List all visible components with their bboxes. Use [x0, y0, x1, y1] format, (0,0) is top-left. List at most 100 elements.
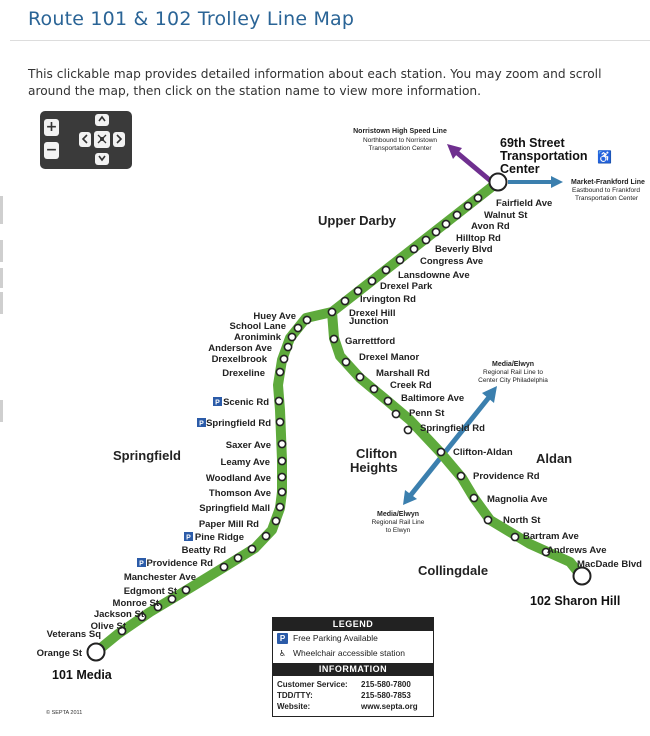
station-clifton-aldan[interactable]	[436, 447, 446, 457]
label-magnolia-ave[interactable]: Magnolia Ave	[487, 494, 548, 505]
station-pine-ridge[interactable]	[261, 531, 271, 541]
label-springfield-rd-102[interactable]: Springfield Rd	[420, 423, 485, 434]
label-thomson-ave[interactable]: Thomson Ave	[209, 488, 271, 499]
label-olive-st[interactable]: Olive St	[91, 621, 127, 632]
label-drexel-hill-1[interactable]: Drexel Hill	[349, 308, 395, 319]
label-lansdowne-ave[interactable]: Lansdowne Ave	[398, 270, 470, 281]
station-school-lane[interactable]	[293, 323, 303, 333]
station-drexel-hill-junction[interactable]	[327, 307, 337, 317]
station-paper-mill-rd[interactable]	[271, 516, 281, 526]
zoom-in-button[interactable]: +	[44, 119, 59, 136]
label-macdade-blvd[interactable]: MacDade Blvd	[577, 559, 642, 570]
label-huey-ave[interactable]: Huey Ave	[253, 311, 296, 322]
label-walnut-st[interactable]: Walnut St	[484, 210, 528, 221]
label-baltimore-ave[interactable]: Baltimore Ave	[401, 393, 464, 404]
terminal-69th-street[interactable]	[488, 172, 508, 192]
label-andrews-ave[interactable]: Andrews Ave	[547, 545, 606, 556]
station-manchester-ave[interactable]	[219, 562, 229, 572]
station-drexel-manor[interactable]	[341, 357, 351, 367]
station-fairfield-ave[interactable]	[473, 193, 483, 203]
label-clifton-aldan[interactable]: Clifton-Aldan	[453, 447, 513, 458]
station-garrettford[interactable]	[329, 334, 339, 344]
station-springfield-rd-101[interactable]	[275, 417, 285, 427]
station-upper-1[interactable]	[367, 276, 377, 286]
station-edgmont-st[interactable]	[181, 585, 191, 595]
label-beatty-rd[interactable]: Beatty Rd	[182, 545, 227, 556]
label-congress-ave[interactable]: Congress Ave	[420, 256, 483, 267]
station-monroe-st[interactable]	[167, 594, 177, 604]
pan-right-button[interactable]	[113, 132, 125, 147]
label-veterans-sq[interactable]: Veterans Sq	[47, 629, 102, 640]
station-drexeline[interactable]	[275, 367, 285, 377]
station-irvington-rd[interactable]	[381, 265, 391, 275]
label-monroe-st[interactable]: Monroe St	[113, 598, 160, 609]
label-penn-st[interactable]: Penn St	[409, 408, 445, 419]
label-aronimink[interactable]: Aronimink	[234, 332, 282, 343]
station-beverly-blvd[interactable]	[431, 227, 441, 237]
station-congress-ave[interactable]	[421, 235, 431, 245]
station-baltimore-ave[interactable]	[383, 396, 393, 406]
station-aronimink[interactable]	[287, 332, 297, 342]
station-magnolia-ave[interactable]	[469, 493, 479, 503]
pan-down-button[interactable]	[95, 153, 109, 165]
station-scenic-rd[interactable]	[274, 396, 284, 406]
station-bartram-ave[interactable]	[510, 532, 520, 542]
label-drexel-hill-2[interactable]: Junction	[349, 316, 389, 327]
station-anderson-ave[interactable]	[283, 342, 293, 352]
station-avon-rd[interactable]	[452, 210, 462, 220]
station-jackson-st[interactable]	[153, 602, 163, 612]
station-andrews-ave[interactable]	[541, 547, 551, 557]
pan-up-button[interactable]	[95, 114, 109, 126]
station-lansdowne-ave[interactable]	[409, 244, 419, 254]
label-school-lane[interactable]: School Lane	[230, 321, 286, 332]
station-leamy-ave[interactable]	[277, 456, 287, 466]
station-creek-rd[interactable]	[369, 384, 379, 394]
label-leamy-ave[interactable]: Leamy Ave	[221, 457, 270, 468]
pan-center-button[interactable]	[94, 131, 110, 148]
label-avon-rd[interactable]: Avon Rd	[471, 221, 510, 232]
station-marshall-rd[interactable]	[355, 372, 365, 382]
label-hilltop-rd[interactable]: Hilltop Rd	[456, 233, 501, 244]
label-beverly-blvd[interactable]: Beverly Blvd	[435, 244, 493, 255]
label-orange-st[interactable]: Orange St	[37, 648, 83, 659]
label-irvington-rd[interactable]: Irvington Rd	[360, 294, 416, 305]
label-drexel-manor[interactable]: Drexel Manor	[359, 352, 419, 363]
station-providence-rd-101[interactable]	[233, 553, 243, 563]
label-garrettford[interactable]: Garrettford	[345, 336, 395, 347]
station-walnut-st[interactable]	[463, 201, 473, 211]
label-woodland-ave[interactable]: Woodland Ave	[206, 473, 271, 484]
label-fairfield-ave[interactable]: Fairfield Ave	[496, 198, 552, 209]
label-drexel-park[interactable]: Drexel Park	[380, 281, 433, 292]
label-springfield-mall[interactable]: Springfield Mall	[199, 503, 270, 514]
station-saxer-ave[interactable]	[277, 439, 287, 449]
station-upper-2[interactable]	[353, 286, 363, 296]
pan-left-button[interactable]	[79, 132, 91, 147]
station-beatty-rd[interactable]	[247, 544, 257, 554]
label-edgmont-st[interactable]: Edgmont St	[124, 586, 178, 597]
label-providence-rd-102[interactable]: Providence Rd	[473, 471, 540, 482]
station-north-st[interactable]	[483, 515, 493, 525]
label-drexeline[interactable]: Drexeline	[222, 368, 265, 379]
station-drexelbrook[interactable]	[279, 354, 289, 364]
label-anderson-ave[interactable]: Anderson Ave	[208, 343, 272, 354]
station-veterans-sq[interactable]	[117, 626, 127, 636]
label-providence-rd-101[interactable]: Providence Rd	[146, 558, 213, 569]
label-bartram-ave[interactable]: Bartram Ave	[523, 531, 579, 542]
station-woodland-ave[interactable]	[277, 472, 287, 482]
station-drexel-park[interactable]	[395, 255, 405, 265]
label-pine-ridge[interactable]: Pine Ridge	[195, 532, 244, 543]
station-hilltop-rd[interactable]	[441, 219, 451, 229]
station-upper-3[interactable]	[340, 296, 350, 306]
label-springfield-rd-101[interactable]: Springfield Rd	[206, 418, 271, 429]
station-springfield-rd-102[interactable]	[403, 425, 413, 435]
label-marshall-rd[interactable]: Marshall Rd	[376, 368, 430, 379]
label-drexelbrook[interactable]: Drexelbrook	[212, 354, 268, 365]
terminal-orange-st[interactable]	[86, 642, 106, 662]
terminal-macdade-blvd[interactable]	[572, 566, 592, 586]
station-penn-st[interactable]	[391, 409, 401, 419]
station-springfield-mall[interactable]	[275, 502, 285, 512]
station-huey-ave[interactable]	[302, 315, 312, 325]
zoom-out-button[interactable]: −	[44, 142, 59, 159]
label-jackson-st[interactable]: Jackson St	[94, 609, 145, 620]
